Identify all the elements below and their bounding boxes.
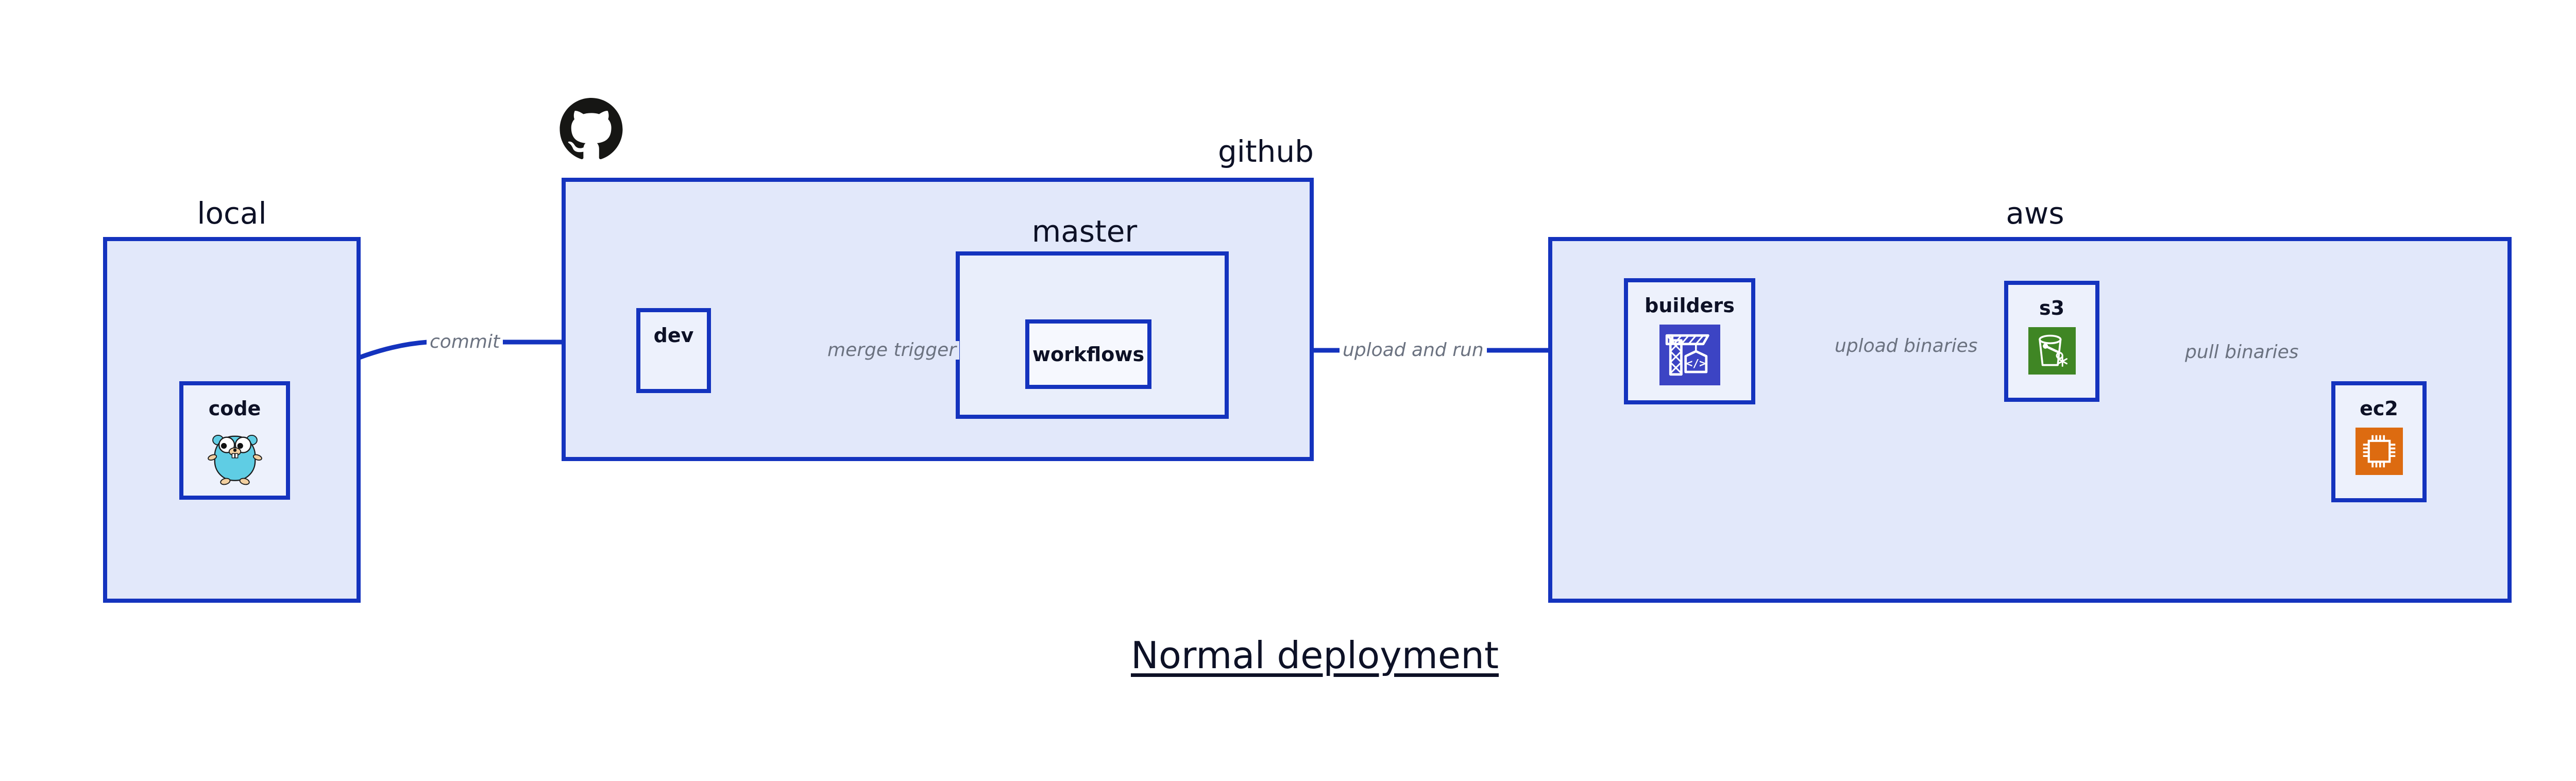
aws-codebuild-icon: </> — [1659, 325, 1720, 387]
node-s3[interactable]: s3 — [2004, 281, 2099, 402]
github-octocat-icon — [559, 98, 623, 163]
svg-text:</>: </> — [1686, 358, 1705, 370]
node-label-dev: dev — [653, 324, 694, 347]
node-workflows[interactable]: workflows — [1025, 319, 1151, 389]
node-label-s3: s3 — [2039, 297, 2065, 319]
edge-label-pull-binaries: pull binaries — [2182, 343, 2302, 362]
edge-label-upload-and-run: upload and run — [1340, 341, 1487, 360]
node-label-code: code — [208, 397, 261, 420]
group-label-github: github — [1217, 134, 1314, 169]
edge-label-merge-trigger: merge trigger — [824, 341, 960, 360]
node-code[interactable]: code — [179, 381, 290, 500]
node-ec2[interactable]: ec2 — [2331, 381, 2427, 502]
group-label-local: local — [197, 196, 267, 231]
aws-s3-bucket-icon — [2028, 327, 2076, 377]
edge-label-commit: commit — [427, 333, 503, 351]
node-label-workflows: workflows — [1032, 343, 1145, 366]
node-label-builders: builders — [1645, 294, 1735, 317]
go-gopher-icon — [206, 428, 264, 487]
group-label-aws: aws — [2006, 196, 2064, 231]
group-label-master: master — [1031, 214, 1138, 249]
node-dev[interactable]: dev — [636, 308, 711, 393]
node-builders[interactable]: builders </> — [1624, 278, 1755, 404]
page-title: Normal deployment — [1131, 634, 1499, 677]
node-label-ec2: ec2 — [2360, 397, 2398, 420]
edge-label-upload-binaries: upload binaries — [1832, 337, 1981, 355]
aws-ec2-chip-icon — [2355, 428, 2403, 477]
